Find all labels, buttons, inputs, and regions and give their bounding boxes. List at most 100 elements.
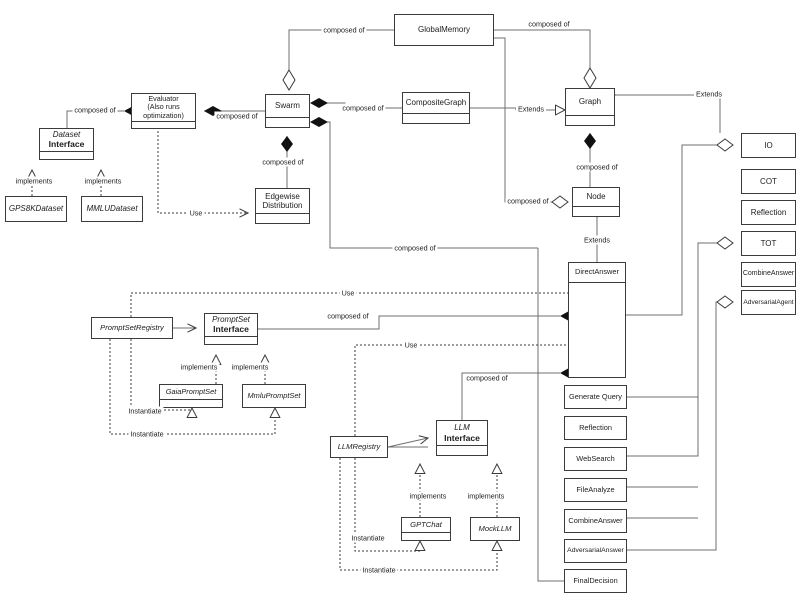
class-name-block: PromptSet Interface xyxy=(205,314,257,336)
class-name: CombineAnswer xyxy=(568,515,623,525)
class-box-adversarialagent[interactable]: AdversarialAgent xyxy=(741,290,796,315)
class-box-reflection-right[interactable]: Reflection xyxy=(741,200,796,225)
class-name: GPS8KDataset xyxy=(8,204,64,214)
edge-label: implements xyxy=(13,176,55,186)
edge-label: Instantiate xyxy=(128,429,166,439)
class-name: TOT xyxy=(760,238,777,248)
edge-label: Extends xyxy=(516,104,546,114)
class-name: Dataset xyxy=(52,130,81,139)
edge-label: Extends xyxy=(694,89,724,99)
class-box-combineanswer-right[interactable]: CombineAnswer xyxy=(741,262,796,287)
edge-label: implements xyxy=(178,362,220,372)
class-box-generate-query[interactable]: Generate Query xyxy=(564,385,627,409)
attributes-compartment xyxy=(569,282,625,377)
class-box-llmregistry[interactable]: LLMRegistry xyxy=(330,436,388,458)
class-name: CombineAnswer xyxy=(742,270,795,278)
dashed-connectors xyxy=(32,131,626,571)
class-box-cot[interactable]: COT xyxy=(741,169,796,194)
class-name: Generate Query xyxy=(569,391,622,401)
class-box-globalmemory[interactable]: GlobalMemory xyxy=(394,14,494,46)
edge-label: implements xyxy=(229,362,271,372)
edge-label: implements xyxy=(82,176,124,186)
class-name: Node xyxy=(586,192,606,202)
class-box-mmludataset[interactable]: MMLUDataset xyxy=(81,196,143,222)
class-name: Edgewise Distribution xyxy=(262,191,303,210)
class-name: GaiaPromptSet xyxy=(165,386,217,396)
attributes-compartment xyxy=(566,115,614,125)
attributes-compartment xyxy=(40,150,93,161)
class-name: Reflection xyxy=(750,207,787,217)
attributes-compartment xyxy=(132,121,195,131)
class-stereotype: Interface xyxy=(48,139,85,150)
class-box-promptset[interactable]: PromptSet Interface xyxy=(204,313,258,345)
hollow-diamond-node xyxy=(551,195,569,209)
edge-label: composed of xyxy=(340,103,386,113)
filled-diamond-swarm-lower xyxy=(310,117,328,127)
hollow-diamond-adversarialagent xyxy=(716,295,734,309)
edge-label: composed of xyxy=(321,25,367,35)
filled-diamond-swarm-upper xyxy=(310,98,328,108)
class-box-llm[interactable]: LLM Interface xyxy=(436,420,488,456)
edge-label: Use xyxy=(339,288,357,298)
hollow-diamond-swarm xyxy=(282,69,296,91)
edge-label: Instantiate xyxy=(349,533,387,543)
class-box-graph[interactable]: Graph xyxy=(565,88,615,126)
attributes-compartment xyxy=(205,335,257,346)
class-box-gps8kdataset[interactable]: GPS8KDataset xyxy=(5,196,67,222)
class-box-edgewise-distribution[interactable]: Edgewise Distribution xyxy=(255,188,310,224)
hollow-diamond-io xyxy=(716,138,734,152)
class-name: COT xyxy=(760,176,777,186)
class-box-evaluator[interactable]: Evaluator (Also runs optimization) xyxy=(131,93,196,129)
class-name: IO xyxy=(764,140,773,150)
class-name: LLM xyxy=(454,423,470,433)
class-name: Graph xyxy=(578,97,602,107)
class-box-dataset[interactable]: Dataset Interface xyxy=(39,128,94,160)
attributes-compartment xyxy=(573,206,619,216)
hollow-diamond-graph xyxy=(583,67,597,89)
edge-label: composed of xyxy=(260,157,306,167)
class-box-tot[interactable]: TOT xyxy=(741,231,796,256)
class-box-mockllm[interactable]: MockLLM xyxy=(470,517,520,541)
class-name: DirectAnswer xyxy=(575,267,619,277)
class-name: AdversarialAgent xyxy=(743,298,794,306)
edge-label: Use xyxy=(187,208,205,218)
class-box-websearch[interactable]: WebSearch xyxy=(564,447,627,471)
class-stereotype: Interface xyxy=(444,432,480,443)
class-name-block: LLM Interface xyxy=(437,421,487,445)
attributes-compartment xyxy=(160,399,222,407)
class-name: Evaluator (Also runs optimization) xyxy=(143,94,184,120)
hollow-diamond-tot xyxy=(716,236,734,250)
class-name: MockLLM xyxy=(478,523,512,533)
class-box-directanswer[interactable]: DirectAnswer xyxy=(568,262,626,378)
edge-label: Instantiate xyxy=(126,406,164,416)
class-box-finaldecision[interactable]: FinalDecision xyxy=(564,569,627,593)
class-box-combineanswer-bottom[interactable]: CombineAnswer xyxy=(564,509,627,533)
edge-label: composed of xyxy=(72,105,118,115)
edge-label: composed of xyxy=(464,373,510,383)
class-box-promptsetregistry[interactable]: PromptSetRegistry xyxy=(91,317,173,339)
class-box-reflection-bottom[interactable]: Reflection xyxy=(564,416,627,440)
class-box-swarm[interactable]: Swarm xyxy=(265,94,310,128)
class-box-mmlupromptset[interactable]: MmluPromptSet xyxy=(242,384,306,408)
class-box-compositegraph[interactable]: CompositeGraph xyxy=(402,92,470,124)
class-name: FinalDecision xyxy=(573,575,618,585)
edge-label: composed of xyxy=(325,311,371,321)
class-box-gaiapromptset[interactable]: GaiaPromptSet xyxy=(159,384,223,408)
edge-label: composed of xyxy=(505,196,551,206)
class-name: Swarm xyxy=(275,101,300,111)
class-box-node[interactable]: Node xyxy=(572,187,620,217)
attributes-compartment xyxy=(437,445,487,455)
class-name: WebSearch xyxy=(576,453,615,463)
class-box-io[interactable]: IO xyxy=(741,133,796,158)
class-name: LLMRegistry xyxy=(337,441,381,451)
class-box-fileanalyze[interactable]: FileAnalyze xyxy=(564,478,627,502)
class-box-adversarialanswer[interactable]: AdversarialAnswer xyxy=(564,539,627,563)
class-box-gptchat[interactable]: GPTChat xyxy=(401,517,451,541)
edge-label: implements xyxy=(465,491,507,501)
edge-label: composed of xyxy=(392,243,438,253)
attributes-compartment xyxy=(402,532,450,540)
class-stereotype: Interface xyxy=(213,324,249,335)
edge-label: composed of xyxy=(214,111,260,121)
